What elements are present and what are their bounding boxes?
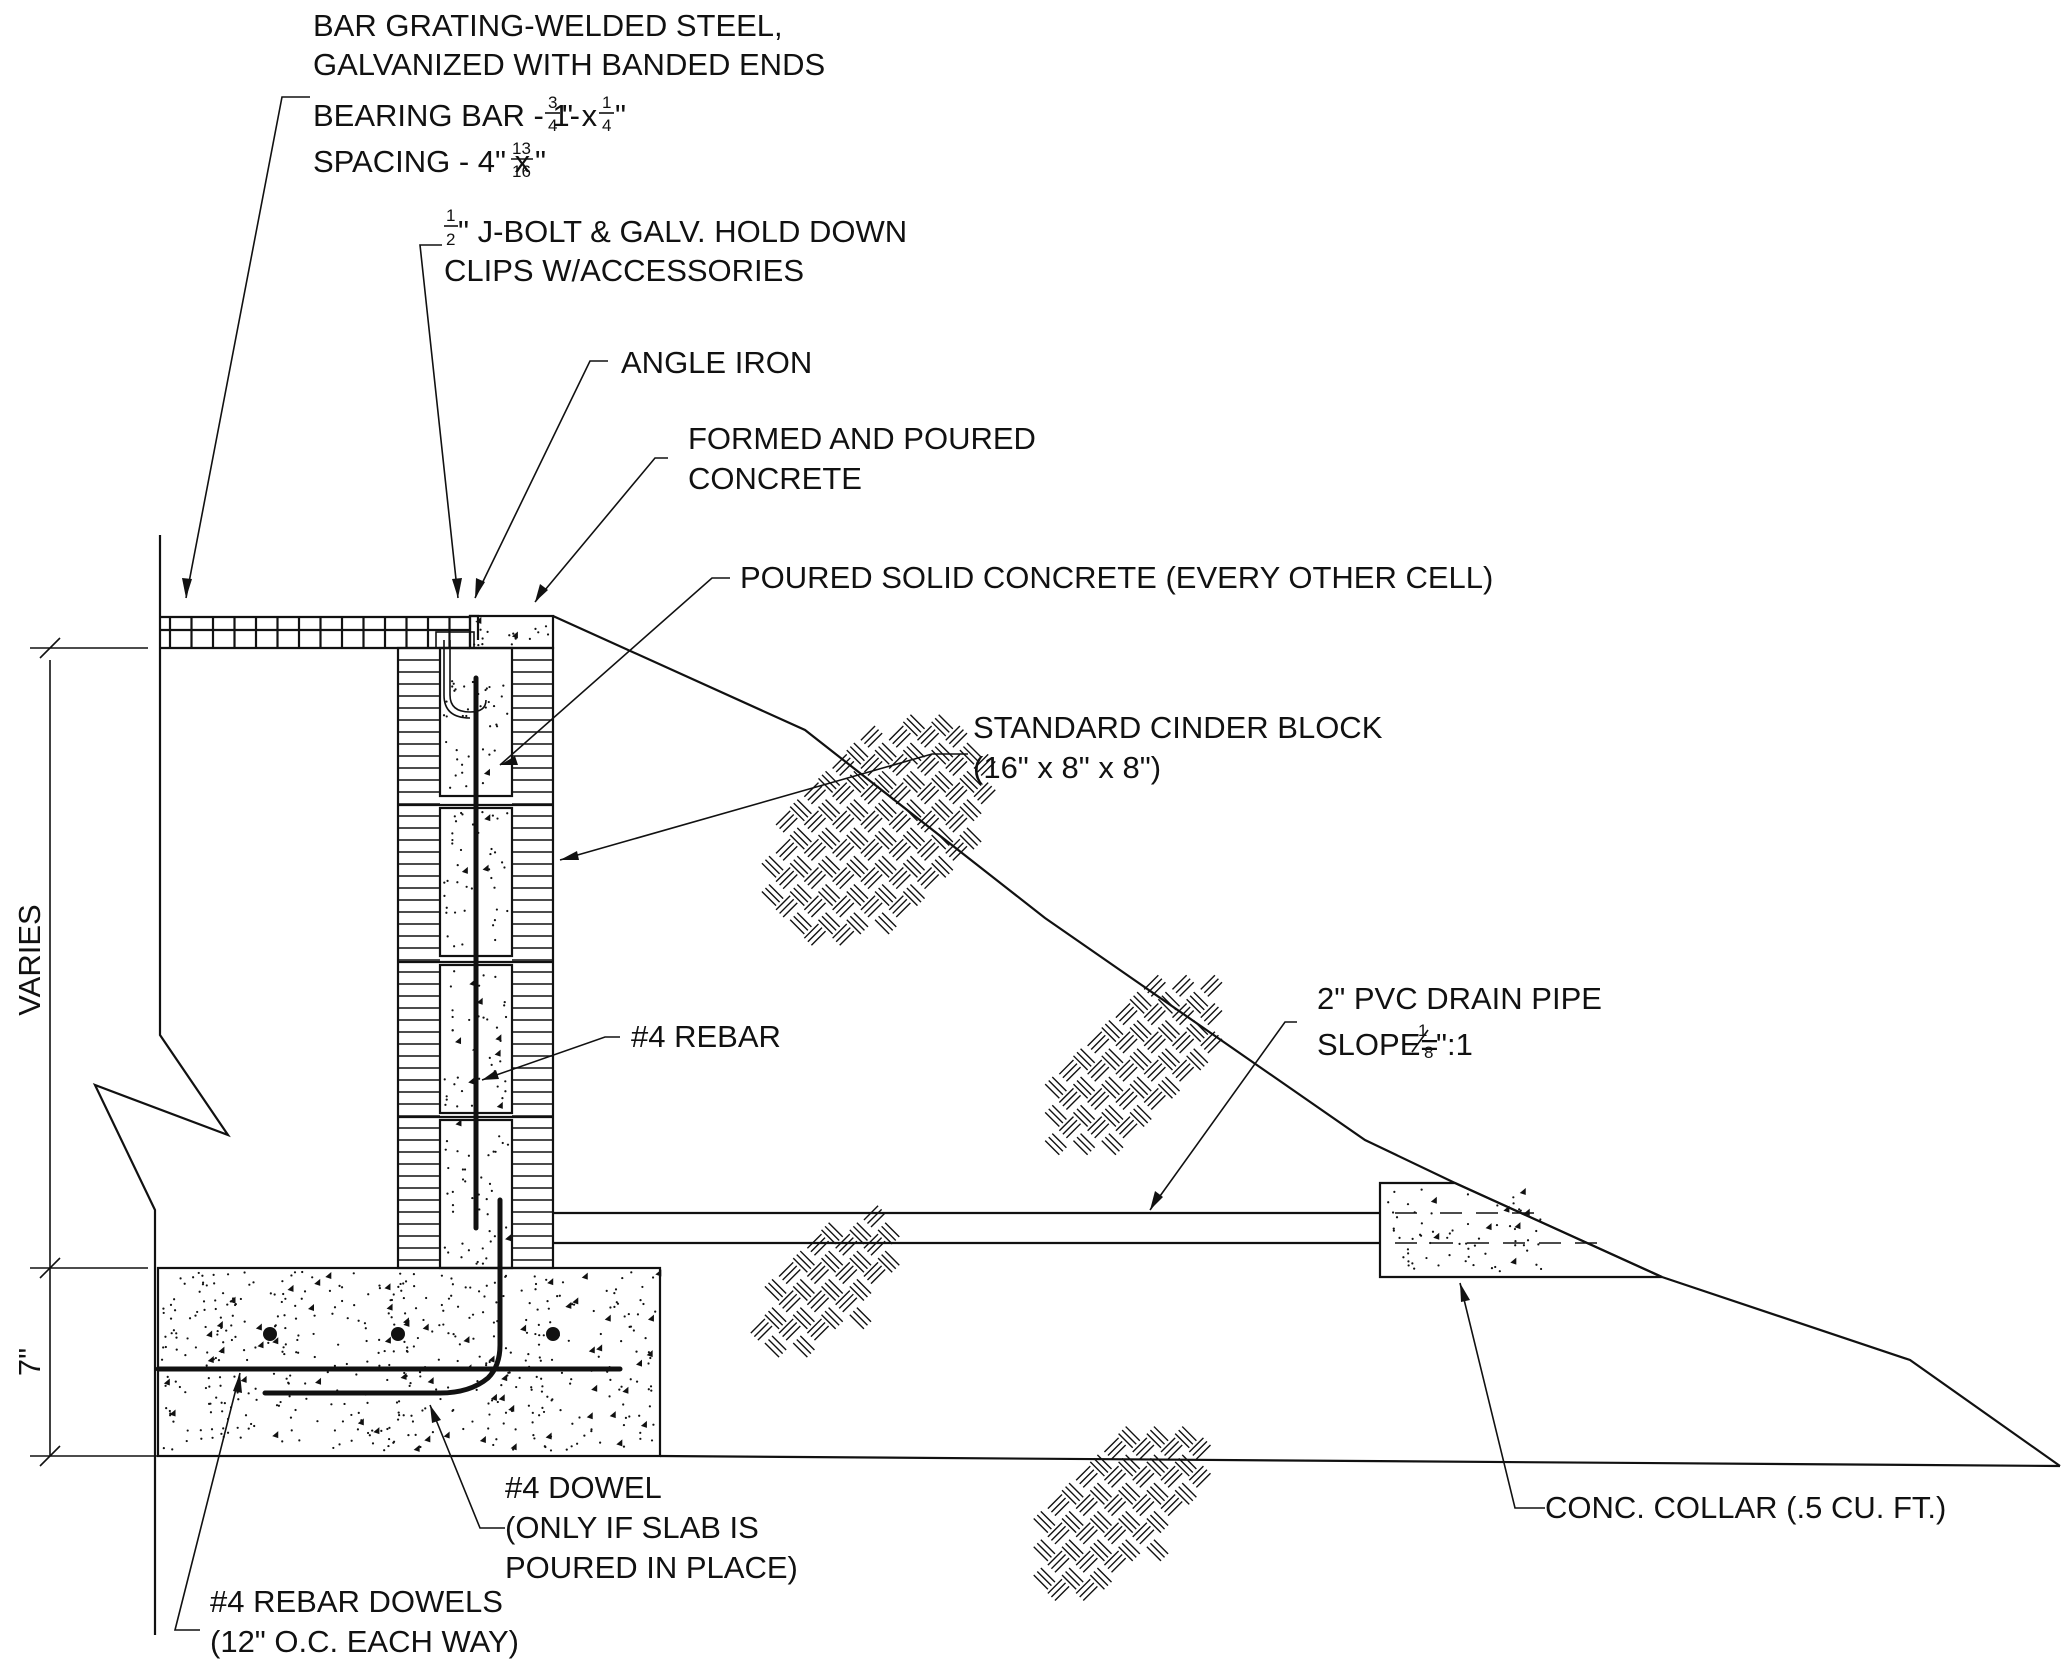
- dimension-varies: VARIES: [12, 904, 47, 1015]
- dimension-lines: [30, 637, 148, 1467]
- earth-hatching: [750, 714, 1223, 1602]
- label-dowel-line1: #4 DOWEL: [505, 1470, 662, 1505]
- collar-dashes: [1395, 1212, 1600, 1244]
- break-line: [92, 535, 231, 1635]
- frac-num: 1: [446, 206, 455, 225]
- footing-rebar-dots: [263, 1327, 560, 1341]
- leader-arrowheads: [182, 578, 1470, 1423]
- label-poured-solid: POURED SOLID CONCRETE (EVERY OTHER CELL): [740, 560, 1493, 595]
- cinder-block-wall: [396, 646, 555, 1270]
- frac-num: 1: [1418, 1021, 1427, 1040]
- slope-suffix: ":1: [1436, 1027, 1473, 1062]
- bottom-grade-line: [659, 1454, 2061, 1468]
- label-bar-grating-line1: BAR GRATING-WELDED STEEL,: [313, 8, 783, 43]
- dowel-bar: [262, 1197, 503, 1396]
- frac-num: 3: [548, 93, 557, 112]
- bearing-mid: " x: [562, 98, 598, 133]
- label-j-bolt-line2: CLIPS W/ACCESSORIES: [444, 253, 804, 288]
- label-dowel-line3: POURED IN PLACE): [505, 1550, 798, 1585]
- dimension-7in: 7": [12, 1348, 47, 1376]
- frac-den: 8: [1424, 1043, 1433, 1062]
- label-formed-concrete-line2: CONCRETE: [688, 461, 862, 496]
- label-angle-iron: ANGLE IRON: [621, 345, 812, 380]
- frac-den: 4: [548, 116, 557, 135]
- j-bolt: [449, 640, 487, 713]
- label-bar-grating-line2: GALVANIZED WITH BANDED ENDS: [313, 47, 825, 82]
- frac-num: 13: [512, 139, 531, 158]
- frac-den: 16: [512, 162, 531, 181]
- concrete-stipple: [160, 616, 1543, 1452]
- label-conc-collar: CONC. COLLAR (.5 CU. FT.): [1545, 1490, 1946, 1525]
- label-cinder-block-line2: (16" x 8" x 8"): [973, 750, 1161, 785]
- frac-den: 2: [446, 230, 455, 249]
- label-rebar-dowels-line1: #4 REBAR DOWELS: [210, 1584, 503, 1619]
- drain-pipe: [553, 1211, 1380, 1245]
- label-drain-pipe-line1: 2" PVC DRAIN PIPE: [1317, 981, 1602, 1016]
- label-rebar: #4 REBAR: [631, 1019, 781, 1054]
- label-j-bolt-line1: " J-BOLT & GALV. HOLD DOWN: [458, 214, 907, 249]
- bearing-suffix: ": [615, 98, 626, 133]
- frac-num: 1: [602, 93, 611, 112]
- leader-lines: [173, 96, 1545, 1631]
- bar-grating: [160, 615, 470, 650]
- label-formed-concrete-line1: FORMED AND POURED: [688, 421, 1036, 456]
- label-spacing: SPACING - 4" x: [313, 144, 531, 179]
- label-bearing-bar: BEARING BAR - 1-: [313, 98, 580, 133]
- concrete-footing: [156, 1266, 662, 1458]
- label-dowel-line2: (ONLY IF SLAB IS: [505, 1510, 759, 1545]
- label-rebar-dowels-line2: (12" O.C. EACH WAY): [210, 1624, 519, 1659]
- grade-line: [552, 614, 2061, 1467]
- spacing-suffix: ": [535, 144, 546, 179]
- label-cinder-block-line1: STANDARD CINDER BLOCK: [973, 710, 1383, 745]
- frac-den: 4: [602, 116, 611, 135]
- concrete-collar-outline: [1378, 1181, 1663, 1279]
